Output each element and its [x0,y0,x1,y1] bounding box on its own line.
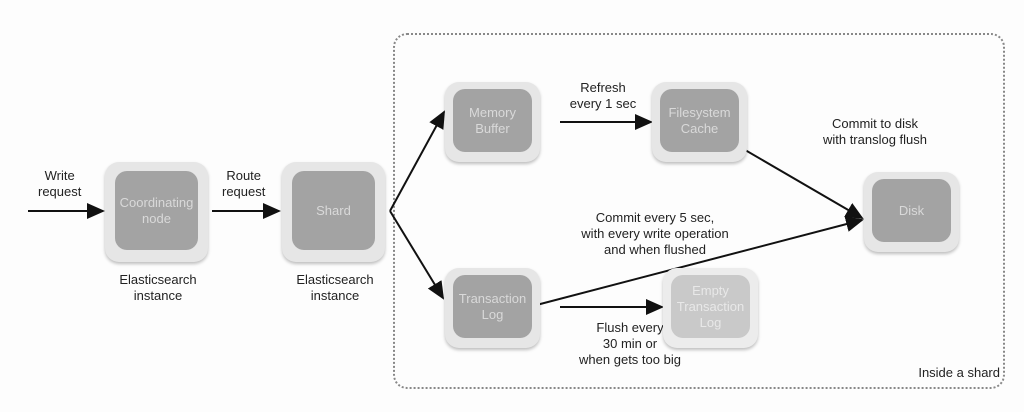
caption-shard-instance: Elasticsearch instance [296,272,374,303]
caption-coordinating-instance: Elasticsearch instance [119,272,197,303]
label-commit-translog-flush: Commit to disk with translog flush [822,116,928,147]
label-inside-a-shard: Inside a shard [918,365,1000,380]
node-memory-buffer-label: Memory Buffer [453,89,532,152]
edge-commit-5sec [524,216,864,309]
node-coordinating[interactable]: Coordinating node [105,162,208,262]
label-refresh: Refresh every 1 sec [569,80,637,111]
shard-region-boundary [393,33,1005,389]
node-filesystem-cache[interactable]: Filesystem Cache [652,82,747,162]
node-memory-buffer[interactable]: Memory Buffer [445,82,540,162]
node-coordinating-label: Coordinating node [115,171,198,250]
node-empty-transaction-log[interactable]: Empty Transaction Log [663,268,758,348]
edge-shard-to-memory [389,110,445,212]
label-flush-every-30min: Flush every 30 min or when gets too big [579,320,681,367]
node-shard[interactable]: Shard [282,162,385,262]
node-transaction-log[interactable]: Transaction Log [445,268,540,348]
node-shard-label: Shard [292,171,375,250]
node-disk[interactable]: Disk [864,172,959,252]
node-filesystem-cache-label: Filesystem Cache [660,89,739,152]
label-commit-every-5sec: Commit every 5 sec, with every write ope… [581,210,729,257]
node-transaction-log-label: Transaction Log [453,275,532,338]
label-write-request: Write request [38,168,82,199]
node-empty-transaction-log-label: Empty Transaction Log [671,275,750,338]
node-disk-label: Disk [872,179,951,242]
label-route-request: Route request [222,168,266,199]
edge-shard-to-translog [389,210,445,300]
